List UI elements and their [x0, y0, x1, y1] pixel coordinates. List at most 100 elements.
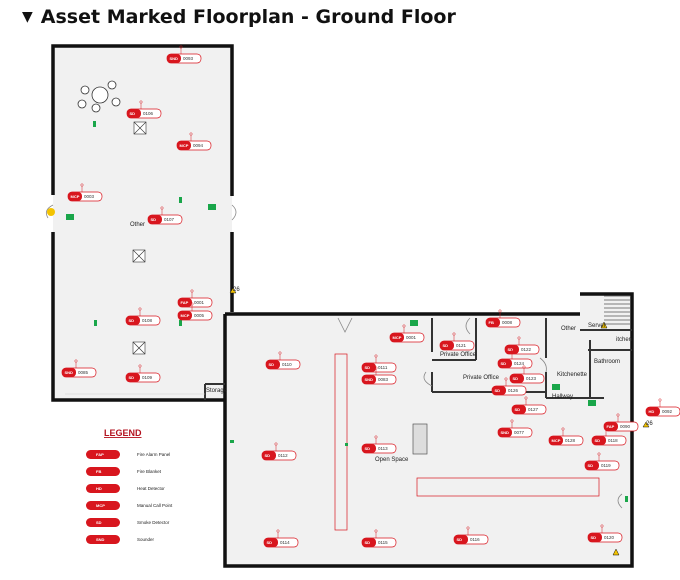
asset-code: SD: [591, 535, 597, 540]
marker-code-tag: [68, 192, 82, 201]
asset-code: SD: [495, 388, 501, 393]
device-icon: [160, 206, 164, 210]
title-bar: ▼ Asset Marked Floorplan - Ground Floor: [22, 4, 456, 30]
asset-id: 0115: [378, 540, 388, 545]
asset-id: 0124: [514, 361, 525, 366]
asset-code: SND: [170, 56, 179, 61]
device-icon: [374, 435, 378, 439]
collapse-caret-icon[interactable]: ▼: [22, 9, 33, 25]
device-icon: [179, 45, 183, 49]
page-title: Asset Marked Floorplan - Ground Floor: [40, 6, 456, 28]
asset-code: SD: [130, 111, 136, 116]
asset-id: 0008: [502, 320, 513, 325]
marker-code-tag: [498, 428, 512, 437]
asset-code: SD: [365, 446, 371, 451]
room-label-server: Server: [588, 323, 606, 329]
marker-code-tag: [498, 359, 512, 368]
room-label-open-space: Open Space: [375, 457, 409, 463]
asset-code: SD: [443, 343, 449, 348]
asset-id: 0090: [620, 424, 631, 429]
marker-code-tag: [362, 538, 376, 547]
asset-code: MCP: [71, 194, 80, 199]
device-icon: [276, 529, 280, 533]
asset-id: 0114: [280, 540, 290, 545]
asset-id: 0094: [193, 143, 204, 148]
marker-code-tag: [440, 341, 454, 350]
asset-id: 0107: [164, 217, 175, 222]
asset-id: 0109: [142, 375, 153, 380]
device-icon: [278, 351, 282, 355]
marker-code-tag: [264, 538, 278, 547]
warning-label: 26: [233, 287, 240, 293]
room-label-private-office: Private Office: [463, 375, 500, 381]
device-icon: [402, 324, 406, 328]
asset-code: SD: [501, 361, 507, 366]
device-icon: [466, 526, 470, 530]
asset-id: 0108: [142, 318, 153, 323]
marker-code-tag: [178, 311, 192, 320]
asset-marker[interactable]: MCP 0094: [176, 132, 212, 151]
room-label-hallway: Hallway: [552, 394, 573, 400]
exterior-walls: [51, 44, 634, 568]
asset-marker[interactable]: SD 0120: [587, 524, 623, 543]
legend-code: FAP: [96, 452, 104, 457]
asset-id: 0001: [406, 335, 417, 340]
marker-code-tag: [362, 375, 376, 384]
legend-label: Smoke Detector: [137, 520, 170, 525]
asset-id: 0118: [608, 438, 618, 443]
asset-marker[interactable]: SD 0124: [497, 350, 533, 369]
warning-triangles: [47, 208, 650, 556]
asset-id: 0120: [604, 535, 615, 540]
asset-id: 0083: [378, 377, 389, 382]
asset-marker[interactable]: MCP 0001: [389, 324, 425, 343]
asset-code: SD: [269, 362, 275, 367]
marker-code-tag: [549, 436, 563, 445]
asset-code: MCP: [180, 143, 189, 148]
doors: [45, 204, 623, 509]
device-icon: [510, 350, 514, 354]
room-label-kitchen: itchen: [616, 337, 632, 343]
marker-code-tag: [512, 405, 526, 414]
marker-code-tag: [262, 451, 276, 460]
marker-code-tag: [486, 318, 500, 327]
device-icon: [80, 183, 84, 187]
asset-code: MCP: [393, 335, 402, 340]
marker-code-tag: [588, 533, 602, 542]
device-icon: [190, 289, 194, 293]
marker-code-tag: [266, 360, 280, 369]
marker-code-tag: [390, 333, 404, 342]
